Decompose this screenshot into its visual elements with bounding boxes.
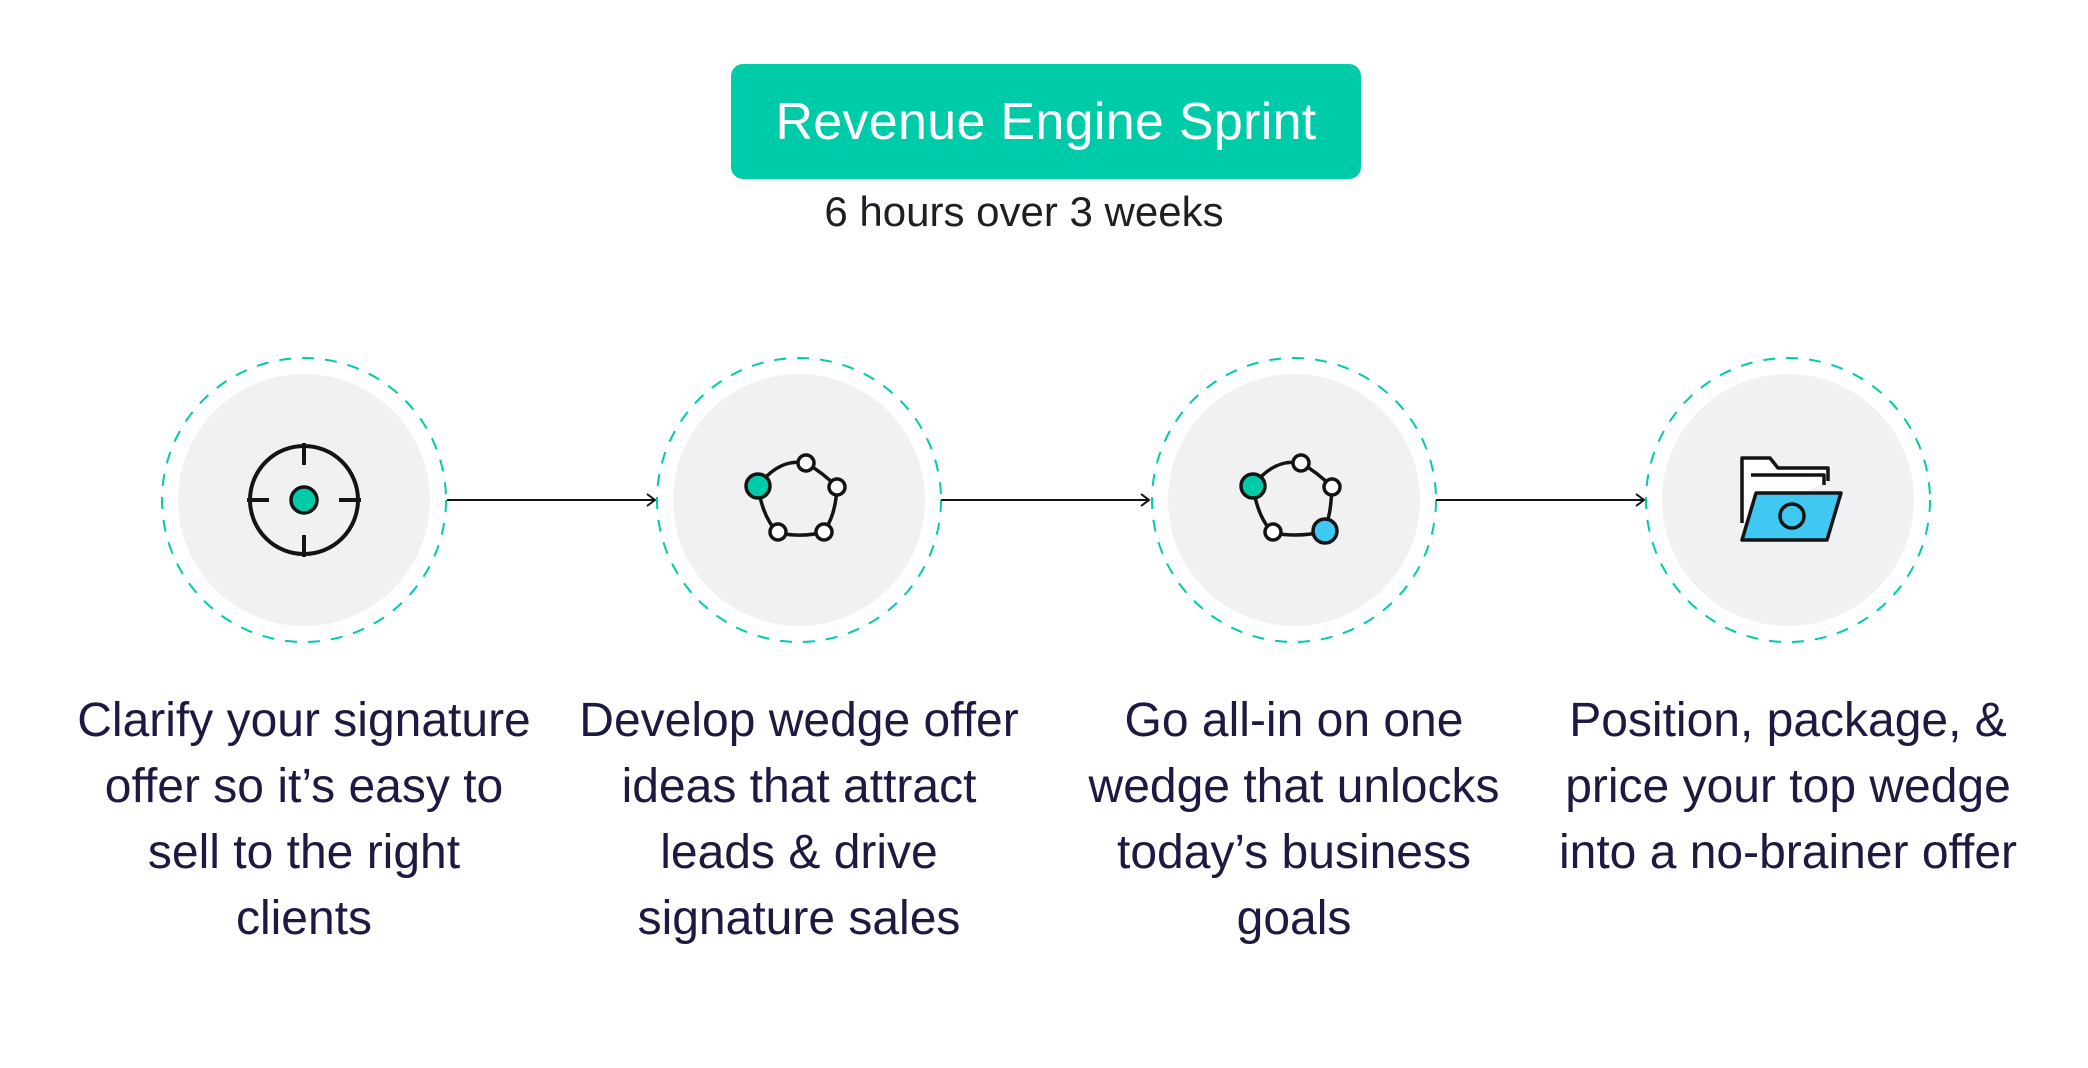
step-1 [159,355,449,645]
step-2 [654,355,944,645]
step-disc [673,374,925,626]
step-3-caption: Go all-in on one wedge that unlocks toda… [1088,694,1500,945]
arrow-connector [941,493,1151,507]
subtitle: 6 hours over 3 weeks [0,188,2088,236]
dashed-ring [161,357,447,643]
target-icon [247,443,361,557]
network-pentagon-icon [744,453,847,542]
step-1-caption: Clarify your signature offer so it’s eas… [77,694,531,945]
step-3 [1149,355,1439,645]
network-pentagon-highlight-icon [1239,453,1342,545]
dashed-ring [1645,357,1931,643]
subtitle-text: 6 hours over 3 weeks [824,188,1224,235]
step-2-caption: Develop wedge offer ideas that attract l… [579,694,1019,945]
title-badge: Revenue Engine Sprint [731,64,1361,179]
step-4-caption: Position, package, & price your top wedg… [1558,694,2018,879]
folder-offer-icon [1740,456,1843,542]
arrow-connector [447,493,657,507]
arrow-connector [1436,493,1646,507]
page-title: Revenue Engine Sprint [775,92,1317,151]
step-4 [1643,355,1933,645]
step-disc [1168,374,1420,626]
